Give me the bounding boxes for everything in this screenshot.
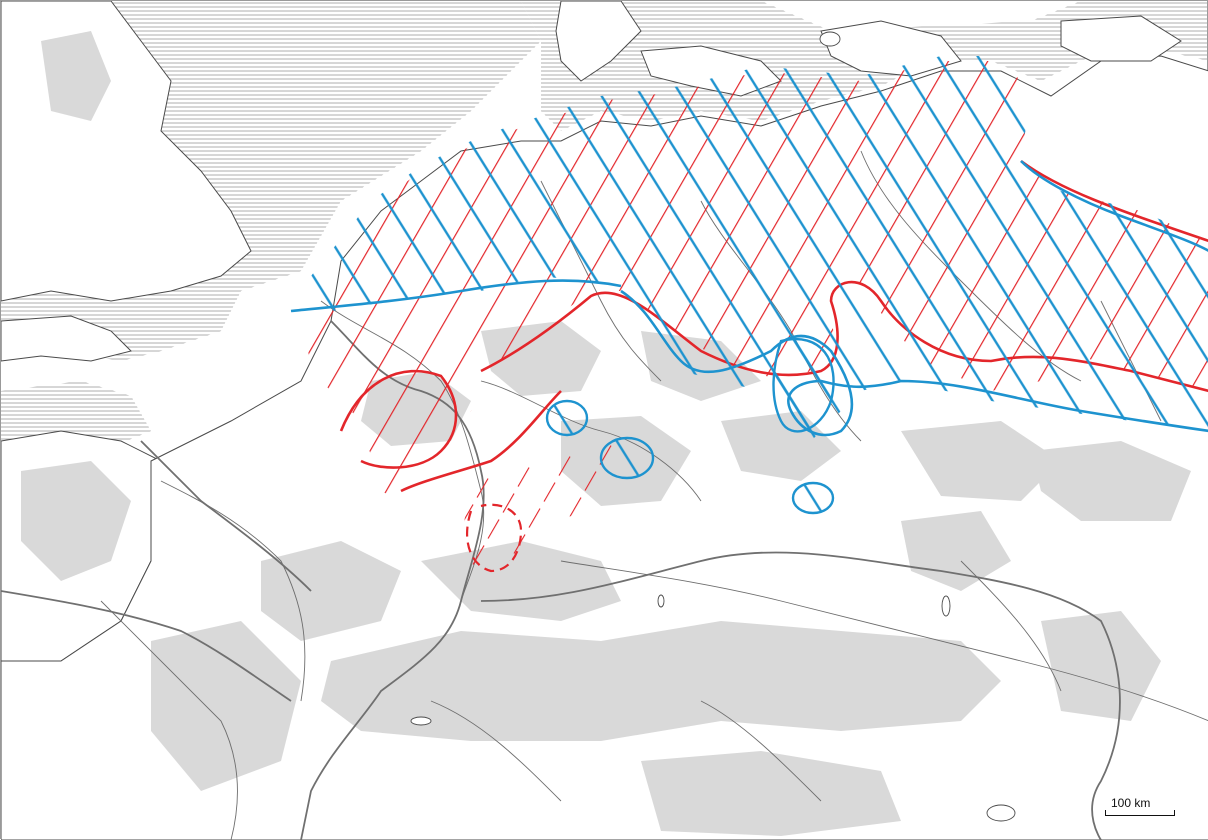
lakes	[410, 31, 1016, 822]
scale-bar-tick-left	[1105, 810, 1106, 816]
scale-bar-line	[1105, 815, 1175, 816]
blue-zone-hatching	[290, 56, 1208, 441]
scale-bar-label: 100 km	[1111, 796, 1151, 810]
scale-bar: 100 km	[1105, 796, 1175, 816]
scale-bar-tick-right	[1174, 810, 1175, 816]
red-zone-dashed-southern-extension	[461, 431, 621, 573]
blue-zone-isolated-enclaves	[545, 338, 835, 515]
